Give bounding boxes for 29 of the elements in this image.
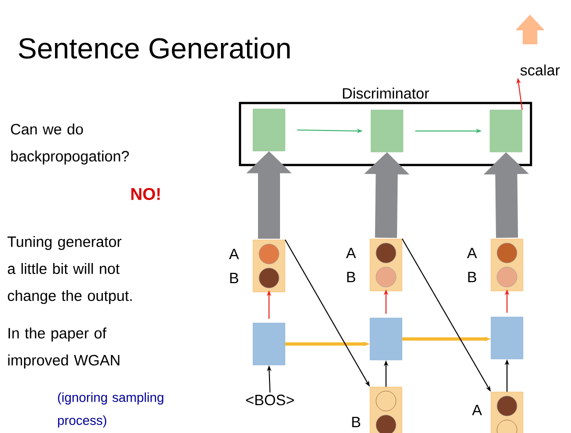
token-distribution	[252, 240, 286, 292]
token-letter: B	[352, 416, 360, 428]
discriminator-cell	[370, 110, 404, 152]
explanation-text: Tuning generator a little bit will not change the output.	[8, 236, 132, 304]
generator-cell	[490, 316, 524, 360]
token-distribution	[490, 392, 524, 433]
discriminator-cell	[490, 110, 522, 152]
token-letter: B	[347, 272, 356, 282]
token-letter: A	[229, 248, 239, 260]
answer-text: NO!	[131, 188, 160, 200]
discriminator-cell	[252, 108, 286, 152]
token-letter: A	[472, 404, 482, 416]
node-text: <BOS>	[246, 394, 294, 406]
token-distribution	[370, 238, 402, 292]
note-text: (ignoring sampling process)	[58, 392, 164, 428]
title: Sentence Generation	[18, 37, 290, 59]
generator-cell	[252, 322, 286, 366]
token-letter: B	[230, 272, 238, 284]
token-distribution	[370, 386, 402, 433]
token-letter: A	[346, 248, 356, 258]
discriminator-frame: Discriminator	[238, 88, 532, 166]
token-distribution	[490, 238, 524, 292]
question-text: Can we do backpropogation?	[10, 124, 129, 164]
token-letter: B	[468, 272, 476, 282]
note-text: In the paper of improved WGAN	[8, 328, 120, 368]
token-letter: A	[467, 248, 477, 258]
node-label: Discriminator	[342, 88, 429, 99]
generator-cell	[370, 318, 402, 360]
node-text: scalar	[520, 64, 560, 76]
